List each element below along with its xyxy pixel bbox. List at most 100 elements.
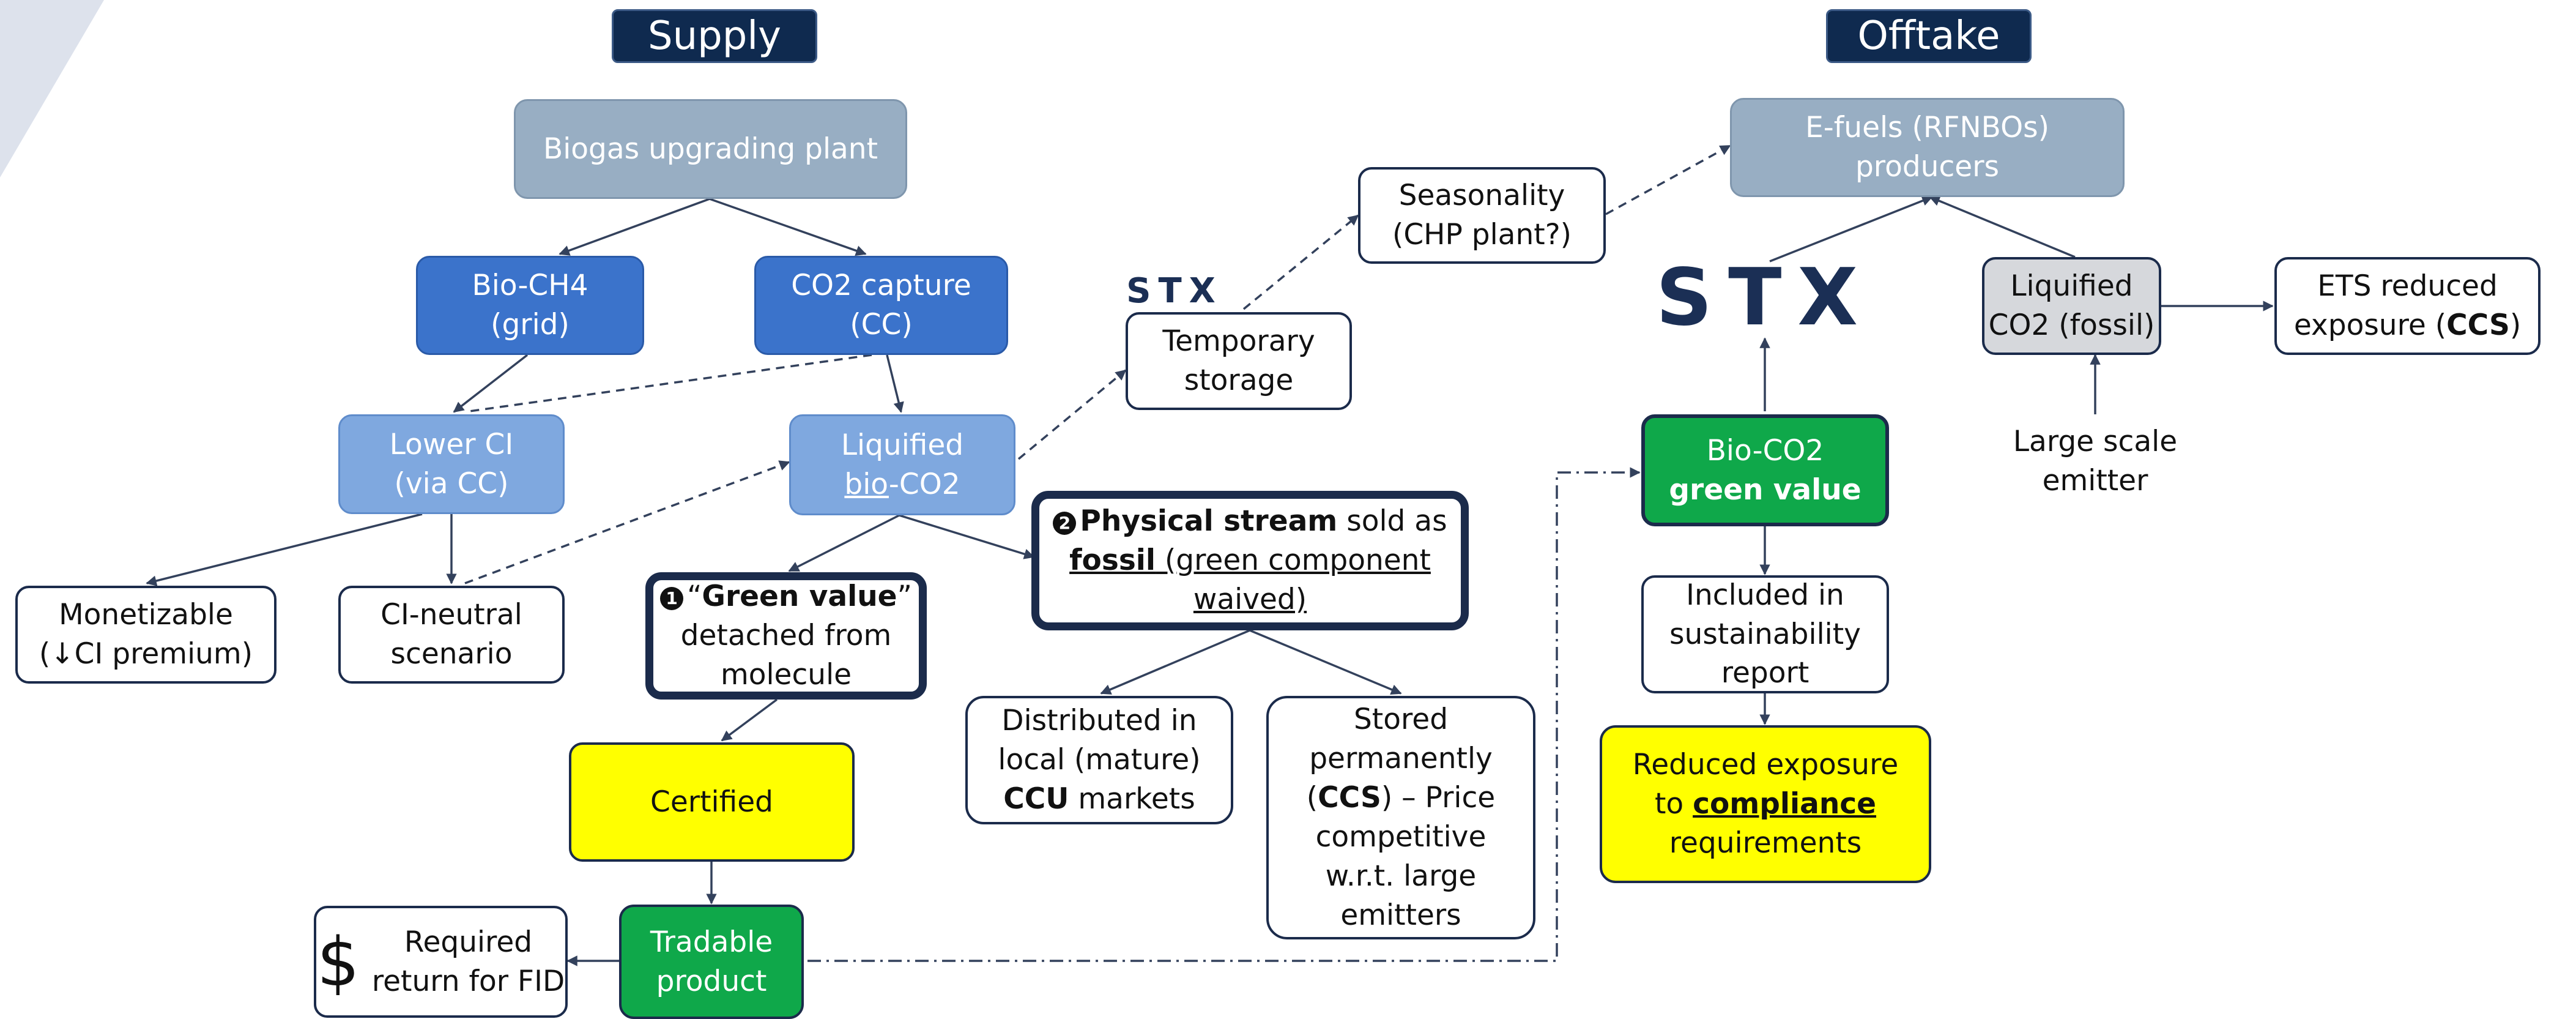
- green-value-close-quote: ”: [897, 580, 912, 614]
- bio-ch4-line1: Bio-CH4: [472, 269, 588, 303]
- node-co2-capture: CO2 capture (CC): [754, 256, 1008, 355]
- reduced-exposure-line1: Reduced exposure: [1632, 748, 1899, 782]
- stored-line5: w.r.t. large: [1325, 859, 1477, 893]
- header-offtake: Offtake: [1826, 9, 2032, 63]
- arrow-liquified-to-green-value: [788, 514, 900, 572]
- liquified-fossil-line1: Liquified: [2010, 269, 2133, 304]
- node-stored-permanently: Stored permanently (CCS) – Price competi…: [1266, 696, 1535, 939]
- node-reduced-exposure-compliance: Reduced exposure to compliance requireme…: [1600, 725, 1931, 883]
- node-liquified-bio-co2: Liquified bio-CO2: [789, 414, 1015, 515]
- seasonality-line2: (CHP plant?): [1392, 218, 1572, 252]
- stx-logo-small: STX: [1126, 271, 1223, 311]
- temporary-storage-line2: storage: [1184, 364, 1294, 397]
- green-value-line3: molecule: [720, 657, 852, 692]
- liquified-bio-underlined: bio: [844, 467, 889, 501]
- co2-capture-line1: CO2 capture: [791, 269, 971, 303]
- reduced-exposure-compliance: compliance: [1693, 787, 1877, 821]
- node-tradable-product: Tradable product: [619, 905, 804, 1019]
- stored-line4: competitive: [1315, 820, 1487, 854]
- green-value-open-quote: “: [687, 580, 702, 614]
- sustainability-line1: Included in: [1686, 578, 1844, 612]
- node-efuels-producers: E-fuels (RFNBOs) producers: [1730, 98, 2125, 197]
- stored-price: ) – Price: [1381, 781, 1496, 815]
- reduced-exposure-line3: requirements: [1669, 826, 1862, 860]
- stored-ccs: CCS: [1318, 781, 1381, 815]
- arrow-green-value-to-certified: [721, 698, 778, 742]
- arrow-biogas-to-bioch4: [559, 198, 710, 256]
- distributed-line1: Distributed in: [1001, 704, 1197, 738]
- large-emitter-line1: Large scale: [2013, 425, 2178, 458]
- lower-ci-line2: (via CC): [394, 466, 509, 501]
- node-temporary-storage: Temporary storage: [1126, 312, 1352, 410]
- node-sustainability-report: Included in sustainability report: [1641, 575, 1889, 693]
- dashed-seasonality-to-efuels: [1605, 144, 1731, 215]
- dollar-icon: $: [316, 922, 360, 1001]
- arrow-physical-to-distributed: [1100, 629, 1250, 695]
- liquified-bio-rest: -CO2: [888, 467, 960, 501]
- arrow-biogas-to-co2-capture: [709, 198, 867, 256]
- physical-stream-line2: fossil (green component: [1069, 541, 1431, 580]
- monetizable-line2: (↓CI premium): [39, 637, 253, 671]
- physical-stream-paren: (green component: [1156, 543, 1431, 578]
- co2-capture-line2: (CC): [850, 308, 913, 342]
- dashed-co2-capture-to-lower-ci: [464, 354, 872, 413]
- node-bio-ch4: Bio-CH4 (grid): [416, 256, 644, 355]
- stored-open-paren: (: [1306, 781, 1318, 815]
- physical-stream-fossil: fossil: [1069, 543, 1156, 578]
- number-one-badge: 1: [660, 586, 684, 610]
- dashed-temporary-to-seasonality: [1242, 214, 1359, 310]
- required-return-line2: return for FID: [371, 964, 565, 998]
- header-supply: Supply: [612, 9, 817, 63]
- physical-stream-line3: waived): [1193, 582, 1307, 616]
- distributed-line2: local (mature): [998, 743, 1201, 777]
- distributed-markets: markets: [1069, 782, 1195, 816]
- arrow-stx-to-efuels-left: [1769, 195, 1933, 263]
- arrow-lower-ci-to-monetizable: [146, 513, 423, 586]
- node-ets-reduced-exposure: ETS reduced exposure (CCS): [2274, 257, 2541, 355]
- node-lower-ci: Lower CI (via CC): [338, 414, 565, 514]
- distributed-ccu: CCU: [1003, 782, 1069, 816]
- ets-exposure: exposure (: [2293, 308, 2447, 342]
- node-distributed-ccu: Distributed in local (mature) CCU market…: [965, 696, 1233, 824]
- liquified-bio-line2: bio-CO2: [844, 465, 960, 504]
- node-large-scale-emitter: Large scale emitter: [1979, 422, 2211, 501]
- reduced-exposure-line2: to compliance: [1655, 785, 1876, 824]
- tradable-line1: Tradable: [650, 925, 773, 959]
- bio-co2-line1: Bio-CO2: [1706, 433, 1824, 468]
- node-green-value-detached: 1“Green value” detached from molecule: [645, 572, 927, 700]
- node-seasonality: Seasonality (CHP plant?): [1358, 167, 1606, 264]
- efuels-line2: producers: [1855, 150, 2000, 184]
- green-value-title: Green value: [702, 580, 897, 614]
- distributed-line3: CCU markets: [1003, 780, 1195, 819]
- node-ci-neutral-scenario: CI-neutral scenario: [338, 586, 565, 684]
- temporary-storage-line1: Temporary: [1162, 324, 1315, 359]
- lower-ci-line1: Lower CI: [389, 427, 514, 461]
- ets-ccs: CCS: [2446, 308, 2510, 342]
- dashed-liquified-to-temporary-storage: [1017, 369, 1127, 460]
- ci-neutral-line2: scenario: [390, 637, 513, 671]
- green-value-line2: detached from: [680, 619, 892, 653]
- efuels-line1: E-fuels (RFNBOs): [1805, 111, 2049, 145]
- physical-stream-sold-as: sold as: [1337, 504, 1447, 539]
- arrow-co2-capture-to-liquified: [886, 354, 904, 413]
- arrow-physical-to-stored: [1249, 629, 1402, 695]
- bio-co2-line2: green value: [1669, 472, 1861, 507]
- monetizable-line1: Monetizable: [59, 598, 233, 632]
- required-return-line1: Required: [404, 925, 533, 959]
- stored-line3: (CCS) – Price: [1307, 778, 1495, 818]
- corner-triangle-decoration: [0, 0, 104, 177]
- number-two-badge: 2: [1053, 511, 1077, 535]
- ets-close: ): [2509, 308, 2522, 342]
- arrow-bioch4-to-lower-ci: [453, 354, 529, 413]
- liquified-bio-line1: Liquified: [841, 428, 964, 462]
- seasonality-line1: Seasonality: [1398, 179, 1565, 213]
- sustainability-line2: sustainability: [1669, 617, 1861, 651]
- reduced-exposure-to: to: [1654, 787, 1693, 821]
- tradable-line2: product: [656, 964, 767, 998]
- stored-line2: permanently: [1309, 742, 1493, 776]
- node-liquified-co2-fossil: Liquified CO2 (fossil): [1982, 257, 2161, 355]
- ci-neutral-line1: CI-neutral: [380, 598, 522, 632]
